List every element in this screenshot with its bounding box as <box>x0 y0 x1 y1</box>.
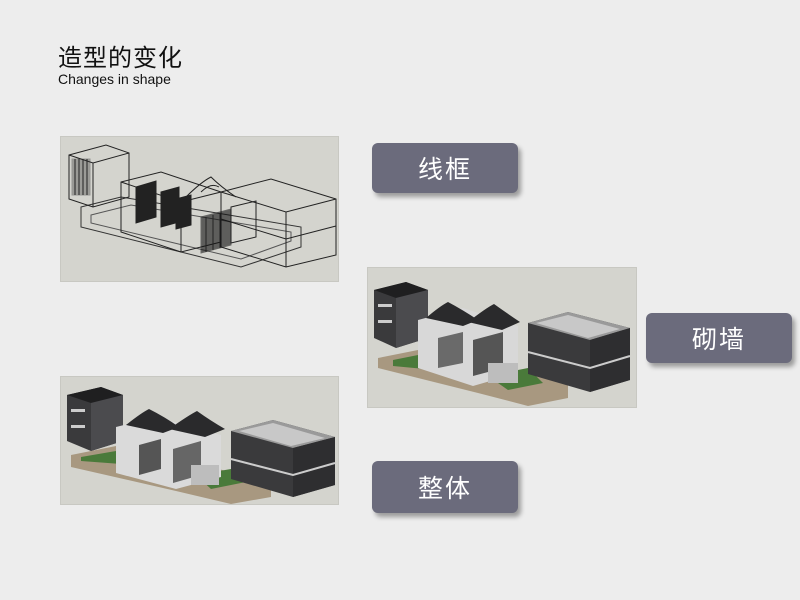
complete-building-image <box>60 376 339 505</box>
page-title: 造型的变化 <box>58 44 183 72</box>
stage-label-wireframe: 线框 <box>372 143 518 193</box>
page-subtitle: Changes in shape <box>58 71 171 87</box>
stage-label-complete: 整体 <box>372 461 518 513</box>
walled-building-image <box>367 267 637 408</box>
stage-label-walls: 砌墙 <box>646 313 792 363</box>
wireframe-building-image <box>60 136 339 282</box>
